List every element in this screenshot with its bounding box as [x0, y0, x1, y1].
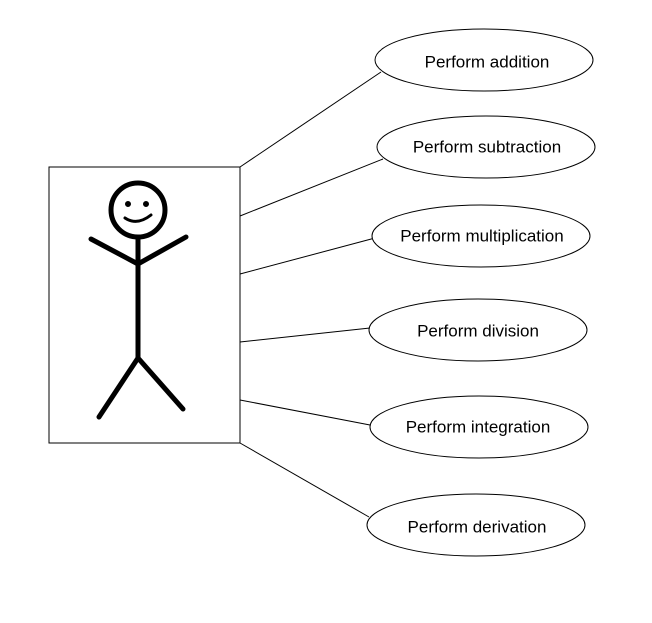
actor-smile [123, 213, 153, 223]
actor-box [48, 166, 241, 444]
association-line-addition [239, 71, 382, 168]
use-case-addition[interactable]: Perform addition [374, 28, 594, 92]
actor-left-arm [88, 236, 141, 267]
association-lines [239, 71, 384, 518]
use-case-multiplication[interactable]: Perform multiplication [371, 204, 591, 268]
actor-left-leg [96, 355, 141, 420]
actor-stick-figure-icon [88, 180, 189, 420]
use-case-ellipse [369, 395, 589, 459]
use-case-integration[interactable]: Perform integration [369, 395, 589, 459]
use-case-label: Perform addition [425, 52, 550, 71]
association-line-derivation [239, 442, 370, 518]
association-line-division [239, 327, 371, 343]
use-case-label: Perform multiplication [400, 226, 563, 245]
use-case-ellipse [368, 298, 588, 362]
use-case-ellipse [371, 204, 591, 268]
actor-right-leg [135, 355, 186, 412]
use-case-derivation[interactable]: Perform derivation [366, 493, 586, 557]
use-case-label: Perform derivation [408, 517, 547, 536]
actor-left-eye [125, 201, 131, 207]
use-case-subtraction[interactable]: Perform subtraction [376, 115, 596, 179]
use-case-ellipse [376, 115, 596, 179]
use-case-label: Perform integration [406, 417, 551, 436]
use-case-ellipse [374, 28, 594, 92]
association-line-integration [239, 399, 371, 426]
use-case-division[interactable]: Perform division [368, 298, 588, 362]
use-case-label: Perform subtraction [413, 137, 561, 156]
use-case-label: Perform division [417, 321, 539, 340]
actor-right-arm [135, 234, 189, 267]
association-line-subtraction [239, 158, 384, 217]
association-line-multiplication [239, 237, 376, 275]
use-case-ellipse [366, 493, 586, 557]
actor-right-eye [143, 201, 149, 207]
